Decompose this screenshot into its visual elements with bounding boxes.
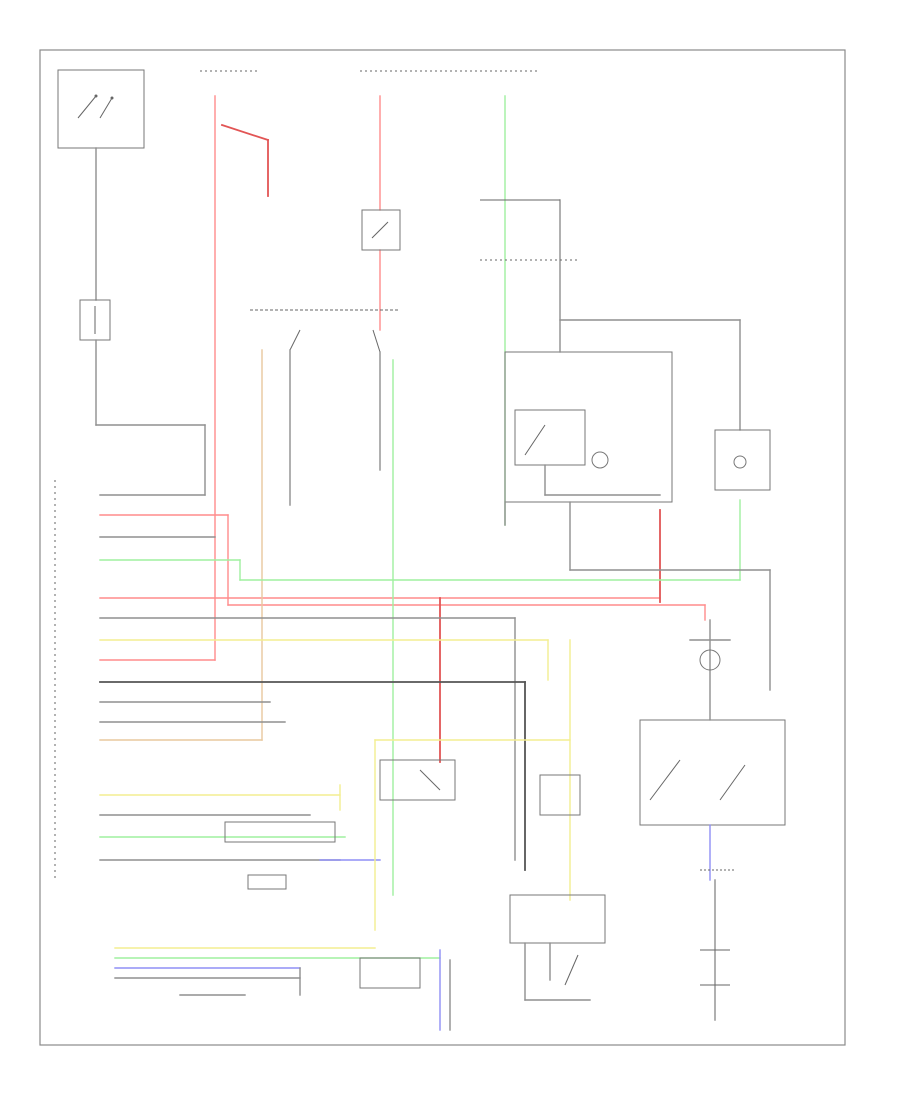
red-power-circuit (99, 95, 706, 763)
clutch-relay (504, 351, 771, 691)
harness-runs (99, 536, 571, 931)
actuator (509, 894, 606, 1001)
set-resume-box (224, 821, 336, 843)
dash-relay (361, 209, 401, 251)
speed-sensor-circuit (114, 947, 451, 1031)
main-switch (379, 759, 456, 801)
left-black-circuit (79, 147, 206, 496)
right-lower-circuit (700, 824, 735, 1021)
diagram-frame (39, 49, 846, 1046)
brake-pressure-switch (539, 774, 581, 816)
resume-sensor (247, 874, 287, 890)
clutch-switch (639, 619, 786, 826)
ignition-switch (57, 69, 145, 149)
indicator-lamp (714, 319, 771, 491)
brake-switch-assembly (99, 309, 400, 741)
